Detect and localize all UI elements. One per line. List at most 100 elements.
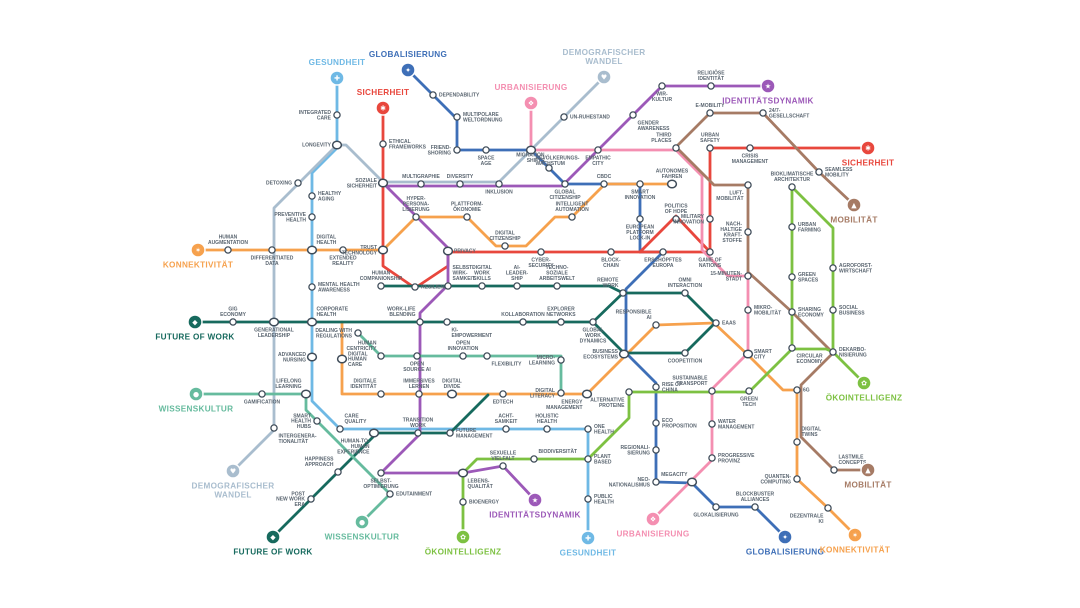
terminus-future-of-work-273: ◆FUTURE OF WORK [233,529,312,557]
station-label: COOPETITION [668,359,703,365]
sicherheit-terminus-icon [375,100,391,116]
konnektivitaet-terminus-icon [190,242,206,258]
station-marker [815,168,823,176]
station-marker [412,213,420,221]
station-plattform-konomie: PLATTFORM-ÖKONOMIE [451,202,483,221]
station-label: E-MOBILITY [696,103,726,109]
station-marker [706,215,714,223]
line-oekointelligenz [790,185,835,354]
station-marker [499,462,507,470]
station-marker [377,245,389,255]
station-label: FLEXIBILITY [492,362,523,368]
station-label: LUFT-MOBILITÄT [716,191,744,202]
station-ai-leader-ship: AI-LEADER-SHIP [506,265,528,290]
station-marker [607,248,615,256]
station-marker [268,246,276,254]
line-future_of_work [379,284,625,295]
station-marker [457,468,469,478]
globalisierung-glyph-icon: ✦ [405,67,411,75]
station-marker [788,223,796,231]
terminus-label: FUTURE OF WORK [155,333,234,342]
station-label: MIKRO-MOBILITÄT [754,305,781,316]
terminus-label: MOBILITÄT [844,480,891,490]
terminus-sicherheit-383: ✱SICHERHEIT [357,88,409,116]
station-eaas: EAAS [712,319,737,327]
station-marker [495,180,503,188]
line-future_of_work [193,291,717,355]
station-marker [459,352,467,360]
identitaetsdynamik-glyph-icon: ★ [765,83,771,91]
station-marker [377,390,385,398]
trend-lines [193,68,870,540]
station-marker [306,245,318,255]
station-marker [584,455,592,463]
terminus-label: IDENTITÄTSDYNAMIK [489,510,581,520]
terminus-label: IDENTITÄTSDYNAMIK [722,96,814,106]
station-marker [793,386,801,394]
future_of_work-terminus-icon [265,529,281,545]
station-marker [483,352,491,360]
station-label: REGIONALI-SIERUNG [621,445,651,456]
station-marker [706,248,714,256]
station-label: CBDC [597,174,612,180]
station-marker [313,417,321,425]
terminus-mobilit-t-868: ▲MOBILITÄT [844,462,891,490]
line-wissenskultur [194,392,392,524]
station-marker [444,282,452,290]
demografischer_wandel-terminus-icon [596,69,612,85]
wissenskultur-terminus-icon [188,386,204,402]
station-marker [742,349,754,359]
identitaetsdynamik-terminus-icon [527,492,543,508]
station-marker [294,179,302,187]
demografischer_wandel-glyph-icon: ♥ [230,468,236,476]
station-label: MULTIGRAPHIE [402,174,440,180]
urbanisierung-terminus-icon [645,511,661,527]
station-marker [336,354,348,364]
future_of_work-terminus-icon [187,314,203,330]
station-label: EDUTAINMENT [396,492,432,498]
station-marker [379,140,387,148]
station-kollaboration: KOLLABORATION [501,312,545,326]
station-label: DETOXING [266,181,292,187]
station-marker [557,318,565,326]
